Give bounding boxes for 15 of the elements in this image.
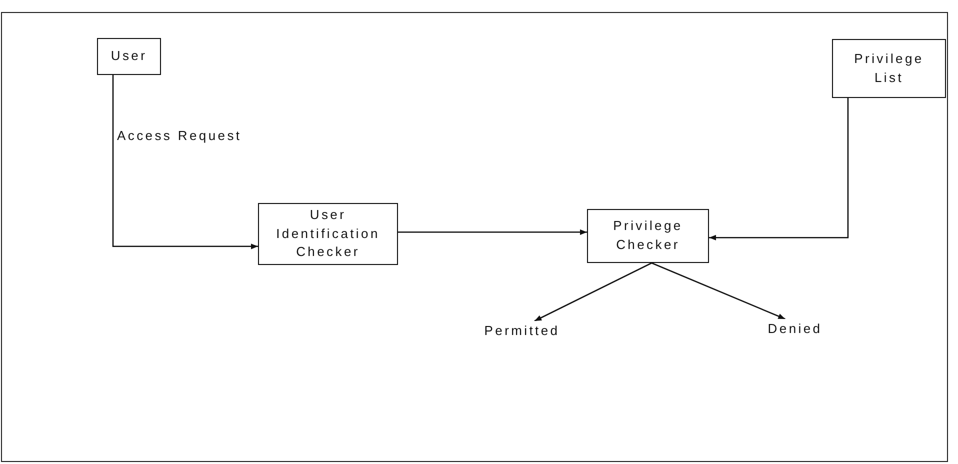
process-box	[97, 38, 161, 75]
process-box	[258, 203, 398, 265]
arrow	[651, 262, 786, 320]
outcome-label: Permitted	[484, 322, 560, 340]
arrow	[112, 75, 258, 250]
process-box	[587, 209, 709, 263]
box-label: User Identification Checker	[275, 206, 381, 262]
box-label: User	[110, 47, 148, 66]
box-label: Privilege Checker	[612, 217, 684, 254]
arrow	[709, 98, 849, 240]
box-label: Privilege List	[853, 50, 925, 86]
process-box	[832, 39, 946, 98]
arrow	[534, 262, 652, 322]
arrow	[398, 229, 587, 235]
outcome-label: Denied	[768, 320, 822, 338]
